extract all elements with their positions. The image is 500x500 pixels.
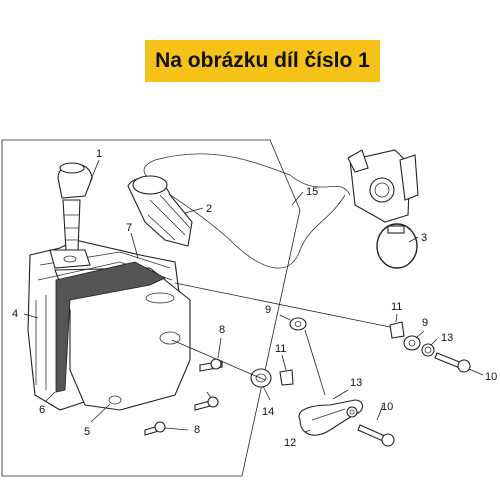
- callout-15: 15: [306, 186, 318, 198]
- callout-11-center: 11: [275, 343, 286, 355]
- assembly-frame: [1, 139, 301, 477]
- drain-bracket: [298, 399, 364, 436]
- sleeve-center: [279, 369, 294, 386]
- callout-labels: 1 2 3 4 5 6 7 8 8 9 9 10 10 11 11 12 13 …: [12, 148, 497, 449]
- callout-5: 5: [84, 426, 90, 438]
- callout-2: 2: [206, 203, 212, 215]
- screw-upper: [199, 358, 223, 372]
- callout-10-right: 10: [485, 371, 497, 383]
- callout-12: 12: [284, 437, 296, 449]
- intake-tube: [57, 162, 93, 251]
- callout-10-lower: 10: [381, 401, 393, 413]
- bolt-lower: [357, 424, 395, 447]
- callout-13-lower: 13: [350, 377, 362, 389]
- callout-1: 1: [96, 148, 102, 160]
- air-filter-box: [27, 239, 191, 411]
- part-number-banner: Na obrázku díl číslo 1: [145, 40, 380, 82]
- callout-6: 6: [39, 404, 45, 416]
- callout-11-right: 11: [391, 301, 402, 313]
- screw-mid: [194, 396, 219, 411]
- callout-8-upper: 8: [219, 324, 225, 336]
- callout-14: 14: [262, 406, 274, 418]
- callout-9-center: 9: [265, 304, 271, 316]
- callout-7: 7: [126, 222, 132, 234]
- grommet-center: [289, 317, 307, 331]
- throttle-body: [347, 149, 419, 223]
- callout-3: 3: [421, 232, 427, 244]
- duct-rubber: [127, 175, 193, 247]
- callout-8-lower: 8: [194, 424, 200, 436]
- callout-9-right: 9: [422, 317, 428, 329]
- grommet-right: [403, 335, 421, 351]
- washer-right: [421, 343, 435, 357]
- leader-lines: [23, 159, 484, 433]
- callout-4: 4: [12, 308, 18, 320]
- banner-text: Na obrázku díl číslo 1: [155, 49, 370, 72]
- sleeve-right: [389, 321, 405, 339]
- hose-clamp: [376, 223, 418, 269]
- callout-13-right: 13: [441, 332, 453, 344]
- bolt-right: [434, 352, 471, 373]
- screw-lower: [144, 421, 166, 436]
- washer-lower: [346, 406, 358, 418]
